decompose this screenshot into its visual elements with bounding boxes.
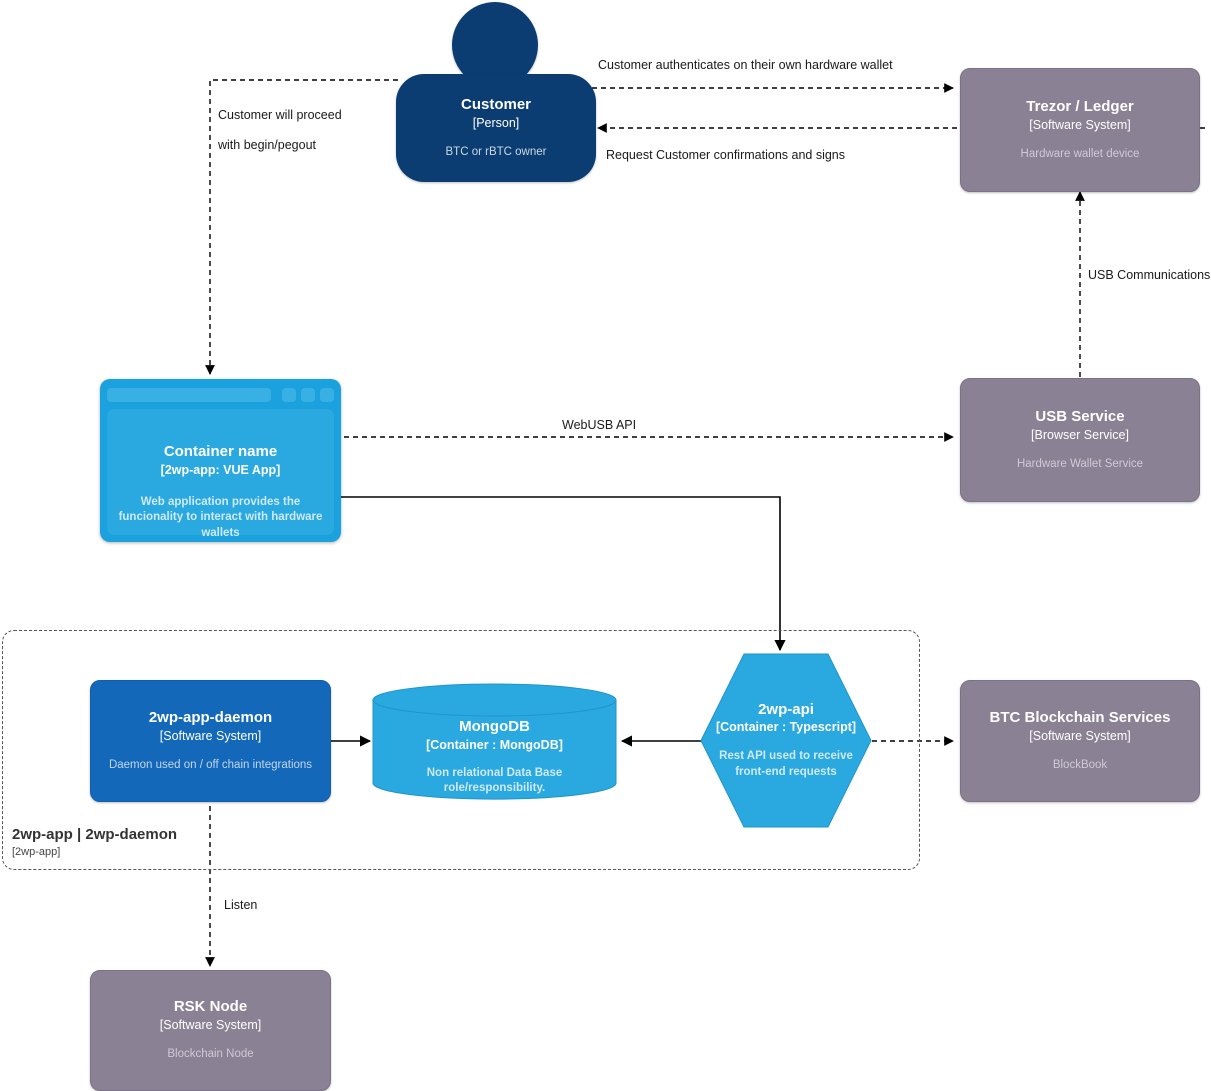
api-tech: [Container : Typescript]: [715, 720, 857, 735]
edge-label-customer-to-vueapp-line2: with begin/pegout: [218, 138, 316, 152]
vue-app-title: Container name: [163, 443, 278, 460]
api-description: Rest API used to receive front-end reque…: [719, 750, 853, 778]
browser-titlebar: [107, 386, 334, 404]
edge-label-trezor-to-customer: Request Customer confirmations and signs: [606, 148, 846, 162]
node-vue-app[interactable]: Container name [2wp-app: VUE App] Web ap…: [100, 379, 341, 542]
btc-blockchain-title: BTC Blockchain Services: [989, 708, 1171, 726]
trezor-ledger-tech: [Software System]: [1029, 117, 1131, 132]
boundary-name: 2wp-app | 2wp-daemon: [12, 826, 178, 843]
node-mongodb[interactable]: MongoDB [Container : MongoDB] Non relati…: [372, 683, 617, 800]
customer-tech: [Person]: [472, 115, 520, 130]
vue-app-description: Web application provides the funcionalit…: [118, 495, 323, 539]
browser-close-icon[interactable]: [320, 388, 334, 402]
customer-body: Customer [Person] BTC or rBTC owner: [396, 74, 596, 182]
mongodb-description: Non relational Data Base role/responsibi…: [426, 766, 563, 795]
rsk-node-title: RSK Node: [173, 998, 248, 1016]
boundary-label: 2wp-app | 2wp-daemon [2wp-app]: [12, 825, 177, 859]
mongodb-tech: [Container : MongoDB]: [426, 737, 563, 752]
usb-service-tech: [Browser Service]: [1031, 427, 1129, 442]
edge-label-daemon-to-rsknode: Listen: [224, 898, 258, 912]
customer-description: BTC or rBTC owner: [445, 145, 547, 158]
node-2wp-app-daemon[interactable]: 2wp-app-daemon [Software System] Daemon …: [90, 680, 331, 802]
edge-label-customer-to-trezor: Customer authenticates on their own hard…: [598, 58, 893, 72]
node-btc-blockchain-services[interactable]: BTC Blockchain Services [Software System…: [960, 680, 1200, 802]
api-text: 2wp-api [Container : Typescript] Rest AP…: [700, 653, 872, 828]
edge-vueapp-to-api: [341, 496, 786, 652]
trezor-ledger-description: Hardware wallet device: [1020, 147, 1140, 160]
browser-minimize-icon[interactable]: [282, 388, 296, 402]
rsk-node-tech: [Software System]: [159, 1018, 262, 1033]
hexagon-shape-icon: [700, 653, 872, 828]
mongodb-text: MongoDB [Container : MongoDB] Non relati…: [372, 683, 617, 816]
node-usb-service[interactable]: USB Service [Browser Service] Hardware W…: [960, 378, 1200, 502]
edge-label-customer-to-vueapp-line1: Customer will proceed: [218, 108, 342, 122]
browser-maximize-icon[interactable]: [301, 388, 315, 402]
browser-content: Container name [2wp-app: VUE App] Web ap…: [107, 409, 334, 539]
daemon-title: 2wp-app-daemon: [148, 708, 273, 726]
rsk-node-description: Blockchain Node: [167, 1048, 254, 1061]
node-rsk-node[interactable]: RSK Node [Software System] Blockchain No…: [90, 970, 331, 1091]
customer-title: Customer: [460, 95, 531, 113]
usb-service-description: Hardware Wallet Service: [1016, 457, 1144, 470]
btc-blockchain-tech: [Software System]: [1029, 728, 1131, 743]
boundary-2wp-app: [2, 630, 920, 870]
browser-urlbar: [107, 388, 271, 402]
btc-blockchain-description: BlockBook: [1052, 758, 1108, 771]
cylinder-shape-icon: [372, 683, 617, 800]
usb-service-title: USB Service: [1035, 407, 1125, 425]
mongodb-title: MongoDB: [459, 718, 530, 736]
daemon-tech: [Software System]: [159, 728, 262, 743]
node-customer[interactable]: Customer [Person] BTC or rBTC owner: [396, 2, 596, 182]
edge-label-usbservice-to-trezor: USB Communications: [1088, 268, 1211, 282]
person-head-icon: [452, 2, 538, 88]
api-title: 2wp-api: [758, 700, 814, 718]
daemon-description: Daemon used on / off chain integrations: [108, 758, 313, 771]
node-trezor-ledger[interactable]: Trezor / Ledger [Software System] Hardwa…: [960, 68, 1200, 192]
node-2wp-api[interactable]: 2wp-api [Container : Typescript] Rest AP…: [700, 653, 872, 828]
edge-label-vueapp-to-usbservice: WebUSB API: [562, 418, 637, 432]
trezor-ledger-title: Trezor / Ledger: [1026, 97, 1134, 115]
boundary-tech: [2wp-app]: [12, 845, 61, 858]
vue-app-tech: [2wp-app: VUE App]: [160, 462, 281, 477]
